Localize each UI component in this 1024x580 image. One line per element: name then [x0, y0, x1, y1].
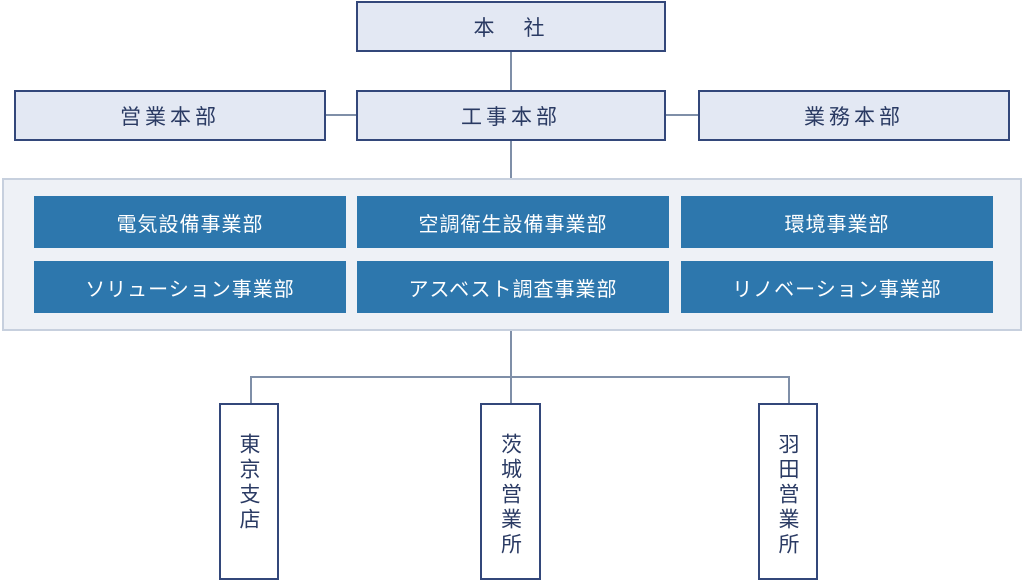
head-office-label: 本 社 [473, 15, 549, 40]
connector-branch-horizontal [250, 376, 790, 378]
division-label: ソリューション事業部 [85, 276, 295, 301]
construction-hq-box: 工事本部 [356, 90, 666, 141]
branch-ibaraki: 茨城営業所 [480, 403, 541, 580]
division-hvac-plumbing: 空調衛生設備事業部 [357, 196, 669, 248]
division-label: 環境事業部 [784, 211, 890, 236]
connector-hq-right [666, 114, 699, 116]
branch-label: 東京支店 [237, 433, 261, 533]
division-label: 電気設備事業部 [116, 211, 264, 236]
connector-divisions-to-branches [510, 330, 512, 405]
connector-branch-left [250, 376, 252, 405]
connector-hq-to-divisions [510, 141, 512, 179]
business-hq-label: 業務本部 [804, 104, 904, 129]
head-office-box: 本 社 [356, 1, 666, 52]
division-renovation: リノベーション事業部 [681, 261, 993, 313]
connector-head-to-hq [510, 51, 512, 90]
connector-hq-left [325, 114, 356, 116]
division-label: リノベーション事業部 [732, 276, 942, 301]
branch-label: 羽田営業所 [776, 433, 800, 558]
construction-hq-label: 工事本部 [461, 104, 561, 129]
sales-hq-box: 営業本部 [14, 90, 326, 141]
division-asbestos-survey: アスベスト調査事業部 [357, 261, 669, 313]
sales-hq-label: 営業本部 [120, 104, 220, 129]
division-solution: ソリューション事業部 [34, 261, 346, 313]
branch-haneda: 羽田営業所 [758, 403, 818, 580]
business-hq-box: 業務本部 [698, 90, 1010, 141]
connector-branch-right [788, 376, 790, 405]
division-label: アスベスト調査事業部 [408, 276, 618, 301]
division-electrical: 電気設備事業部 [34, 196, 346, 248]
branch-tokyo: 東京支店 [219, 403, 279, 580]
division-label: 空調衛生設備事業部 [418, 211, 608, 236]
division-environment: 環境事業部 [681, 196, 993, 248]
branch-label: 茨城営業所 [498, 433, 523, 558]
